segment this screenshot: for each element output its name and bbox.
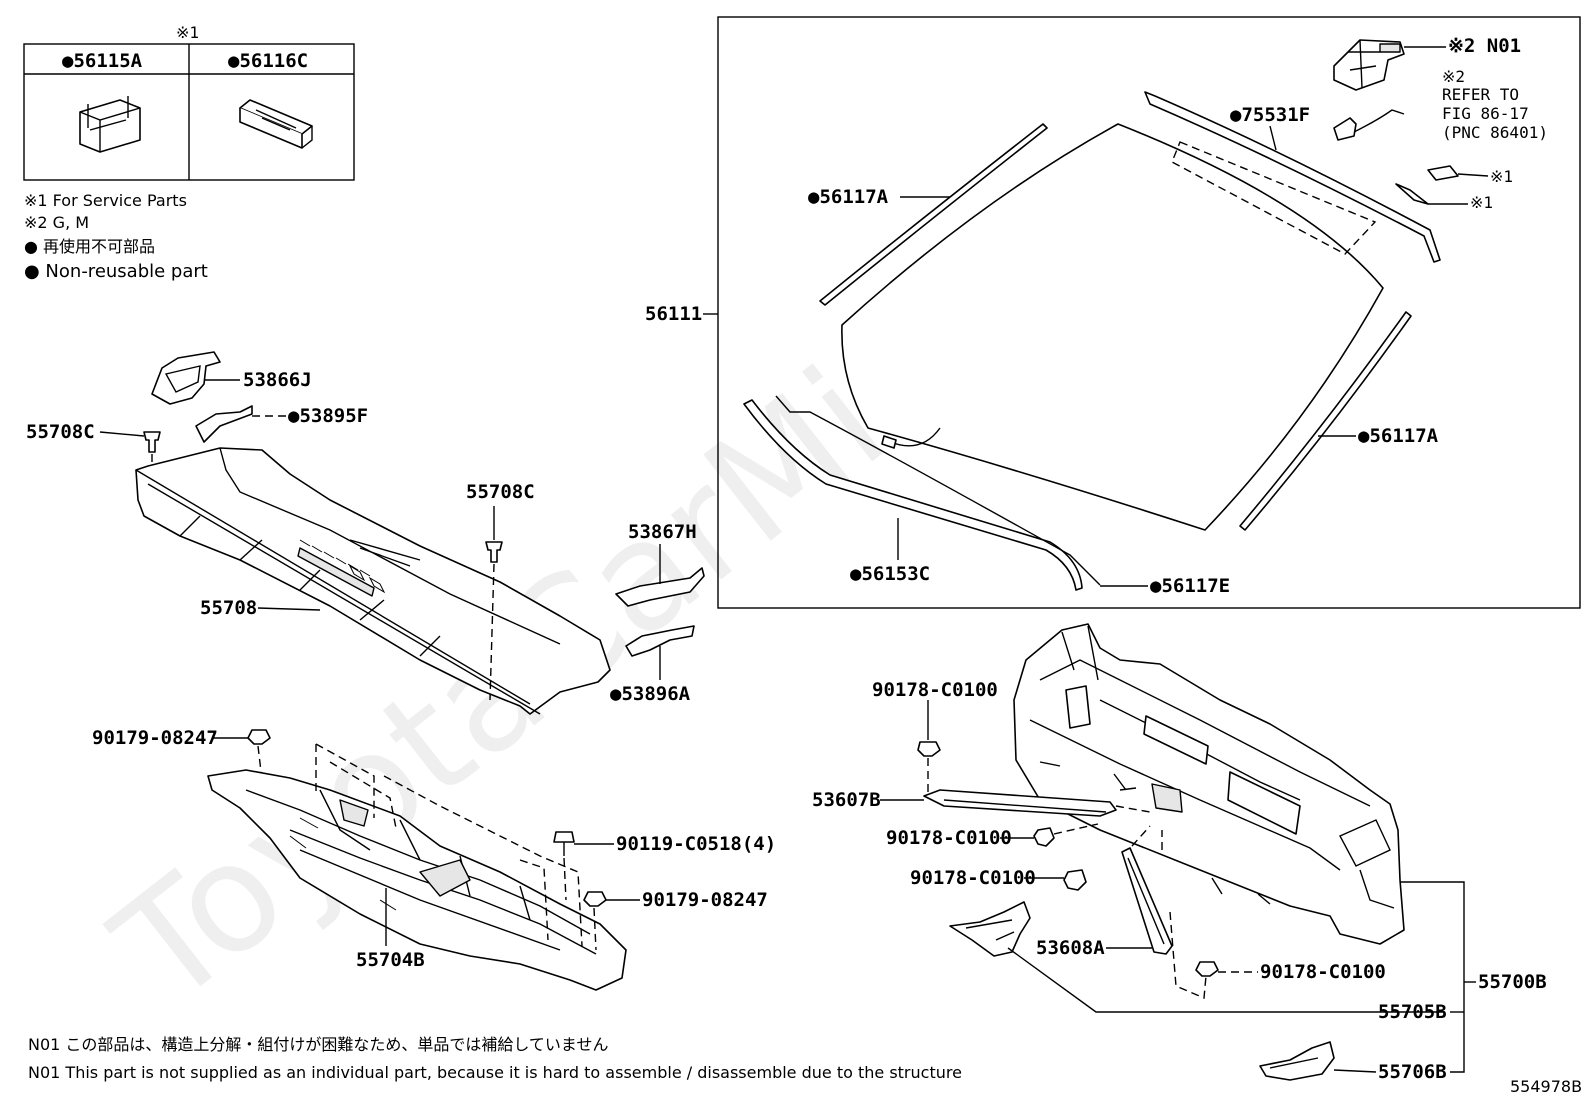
bracket-55706B xyxy=(1259,1041,1335,1081)
cowl-group: 53866J ●53895F 55708C 55708 55708C 53867… xyxy=(26,351,705,715)
lower-cowl-group: 90179-08247 90119-C0518(4) 90179-08247 5… xyxy=(92,727,776,991)
label-53866J: 53866J xyxy=(243,369,312,391)
service-piece-1 xyxy=(1427,165,1459,181)
label-53896A: ●53896A xyxy=(610,683,691,705)
label-refer-line3: (PNC 86401) xyxy=(1442,123,1548,142)
dash-panel-55700B xyxy=(1013,623,1405,945)
label-service-mark-a: ※1 xyxy=(1490,167,1513,186)
legend-gm: ※2 G, M xyxy=(24,213,89,232)
legend: ※1 For Service Parts ※2 G, M ● 再使用不可部品 ●… xyxy=(24,191,208,282)
moulding-75531F xyxy=(1144,91,1441,263)
label-55706B: 55706B xyxy=(1378,1061,1447,1083)
label-56115A: ●56115A xyxy=(62,50,143,72)
label-90178-d: 90178-C0100 xyxy=(1260,961,1386,983)
diagram-number: 554978B xyxy=(1510,1077,1582,1096)
label-56111: 56111 xyxy=(645,303,702,325)
legend-service-parts: ※1 For Service Parts xyxy=(24,191,187,210)
bracket-N01 xyxy=(1333,39,1405,91)
label-55708C-left: 55708C xyxy=(26,421,95,443)
brace-53608A xyxy=(1121,847,1173,955)
label-55708: 55708 xyxy=(200,597,257,619)
label-56117A-right: ●56117A xyxy=(1358,425,1439,447)
label-90179-bottom: 90179-08247 xyxy=(642,889,768,911)
label-56117E: ●56117E xyxy=(1150,575,1230,597)
seal-53896A xyxy=(625,625,695,657)
service-box-mark: ※1 xyxy=(176,23,199,42)
label-90178-c: 90178-C0100 xyxy=(910,867,1036,889)
nut-90178-b xyxy=(1033,827,1055,847)
windshield-group: 56111 ※2 N01 ※2 xyxy=(645,16,1581,609)
clip-55708C-middle xyxy=(485,541,503,563)
label-56116C: ●56116C xyxy=(228,50,308,72)
bolt-90119 xyxy=(553,831,575,843)
label-refer-mark: ※2 xyxy=(1442,67,1465,86)
footnote-jp: N01 この部品は、構造上分解・組付けが困難なため、単品では補給していません xyxy=(28,1035,608,1054)
label-75531F: ●75531F xyxy=(1230,104,1310,126)
label-53607B: 53607B xyxy=(812,789,881,811)
seal-53867H xyxy=(615,567,705,607)
label-service-mark-b: ※1 xyxy=(1470,193,1493,212)
nut-90179-top xyxy=(247,729,271,745)
cover-53866J xyxy=(151,351,221,405)
nut-90178-c xyxy=(1063,869,1087,891)
clip-56115A-drawing xyxy=(79,96,141,153)
service-piece-2 xyxy=(1395,183,1429,205)
label-90119: 90119-C0518(4) xyxy=(616,833,776,855)
nut-90178-a xyxy=(917,741,941,757)
moulding-56117E xyxy=(775,395,1101,586)
legend-nonreusable-en: ● Non-reusable part xyxy=(24,261,208,282)
label-55704B: 55704B xyxy=(356,949,425,971)
label-90178-b: 90178-C0100 xyxy=(886,827,1012,849)
moulding-56153C xyxy=(743,399,1083,591)
label-53608A: 53608A xyxy=(1036,937,1105,959)
label-55700B: 55700B xyxy=(1478,971,1547,993)
label-refer-line1: REFER TO xyxy=(1442,85,1519,104)
label-56153C: ●56153C xyxy=(850,563,930,585)
service-parts-box: ※1 ●56115A ●56116C xyxy=(23,23,355,181)
nut-90178-d xyxy=(1195,961,1219,977)
label-56117A-top: ●56117A xyxy=(808,186,889,208)
label-90179-top: 90179-08247 xyxy=(92,727,218,749)
label-55708C-middle: 55708C xyxy=(466,481,535,503)
label-53895F: ●53895F xyxy=(288,405,368,427)
dash-panel-group: 90178-C0100 53607B 90178-C0100 90178-C01… xyxy=(812,623,1547,1083)
windshield-glass xyxy=(841,123,1384,531)
footnote-en: N01 This part is not supplied as an indi… xyxy=(28,1063,962,1082)
label-refer-line2: FIG 86-17 xyxy=(1442,104,1529,123)
strip-56117A-right xyxy=(1239,311,1412,531)
seal-53895F xyxy=(195,405,253,443)
label-N01: ※2 N01 xyxy=(1448,35,1521,57)
label-53867H: 53867H xyxy=(628,521,697,543)
bracket-55705B xyxy=(949,901,1031,957)
label-90178-a: 90178-C0100 xyxy=(872,679,998,701)
strip-56116C-drawing xyxy=(239,99,313,149)
strip-56117A-left xyxy=(819,123,1048,306)
sensor-bracket xyxy=(1333,109,1405,141)
clip-55708C-left xyxy=(143,431,161,453)
nut-90179-bottom xyxy=(583,891,607,907)
label-55705B: 55705B xyxy=(1378,1001,1447,1023)
legend-nonreusable-jp: ● 再使用不可部品 xyxy=(24,237,155,256)
